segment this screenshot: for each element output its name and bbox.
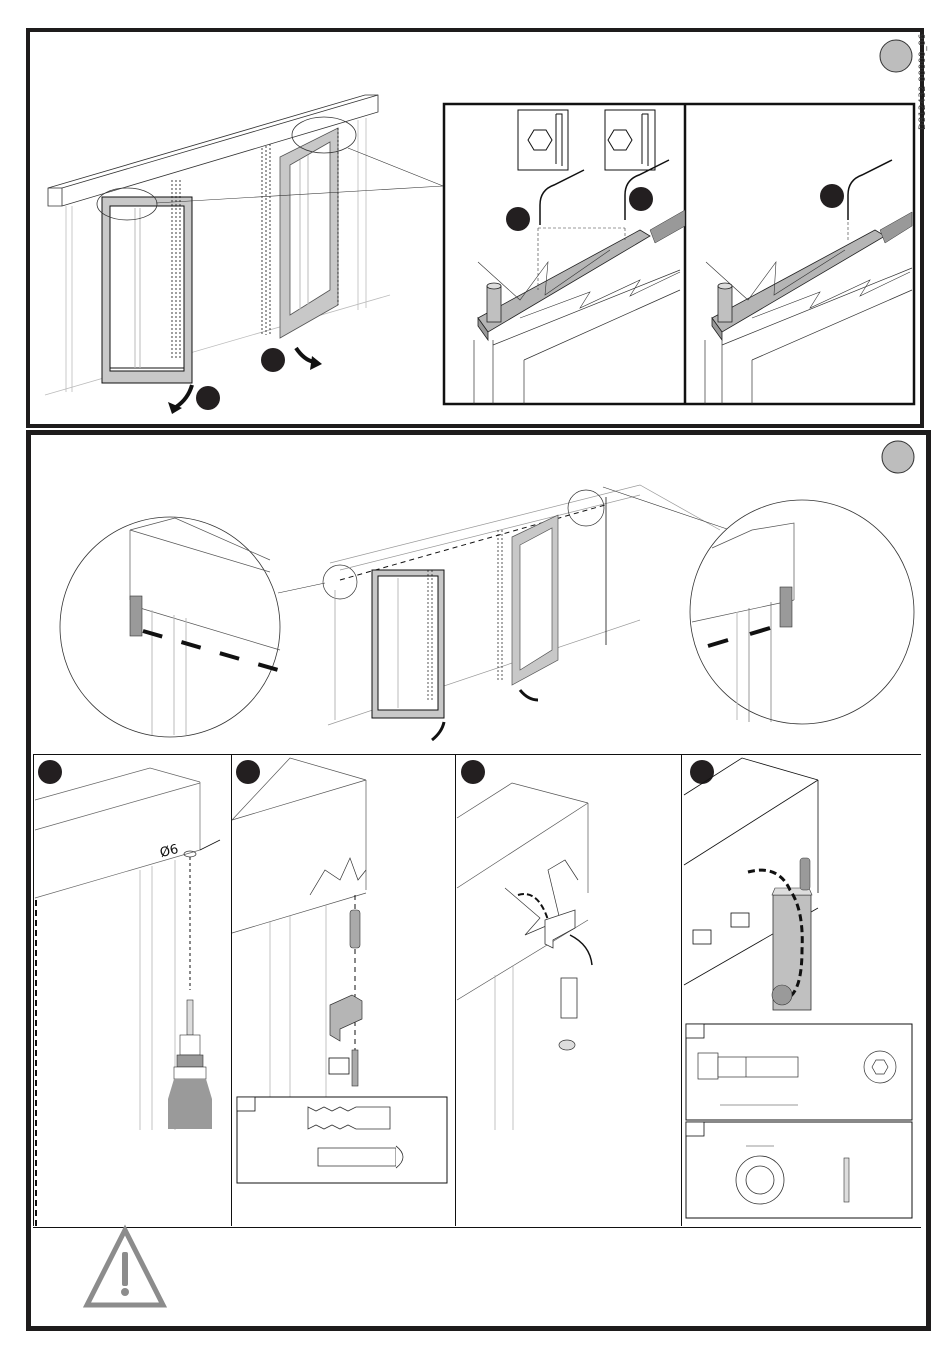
drop-arrow-icon: [176, 385, 192, 407]
step-divider: [231, 754, 232, 1226]
step-marker: [196, 386, 220, 410]
section-1-illustration: [0, 0, 950, 430]
hex-key-in-use: [848, 160, 892, 220]
hex-key-icon: [605, 110, 655, 170]
step-marker: [820, 184, 844, 208]
right-door-frame: [280, 128, 338, 338]
hex-key-icon: [518, 110, 568, 170]
step-marker: [506, 207, 530, 231]
steps-grid: [33, 754, 921, 1228]
step-divider: [33, 754, 34, 1226]
step-divider: [455, 754, 456, 1226]
track-rail: [650, 210, 685, 243]
step-marker: [261, 348, 285, 372]
step-marker: [629, 187, 653, 211]
swing-arrow-icon: [296, 348, 314, 362]
step-divider: [681, 754, 682, 1226]
track-rail: [880, 212, 912, 243]
step-badge: [880, 40, 912, 72]
left-door-frame: [102, 197, 192, 383]
door-leaf: [474, 270, 680, 404]
door-leaf: [705, 268, 912, 404]
